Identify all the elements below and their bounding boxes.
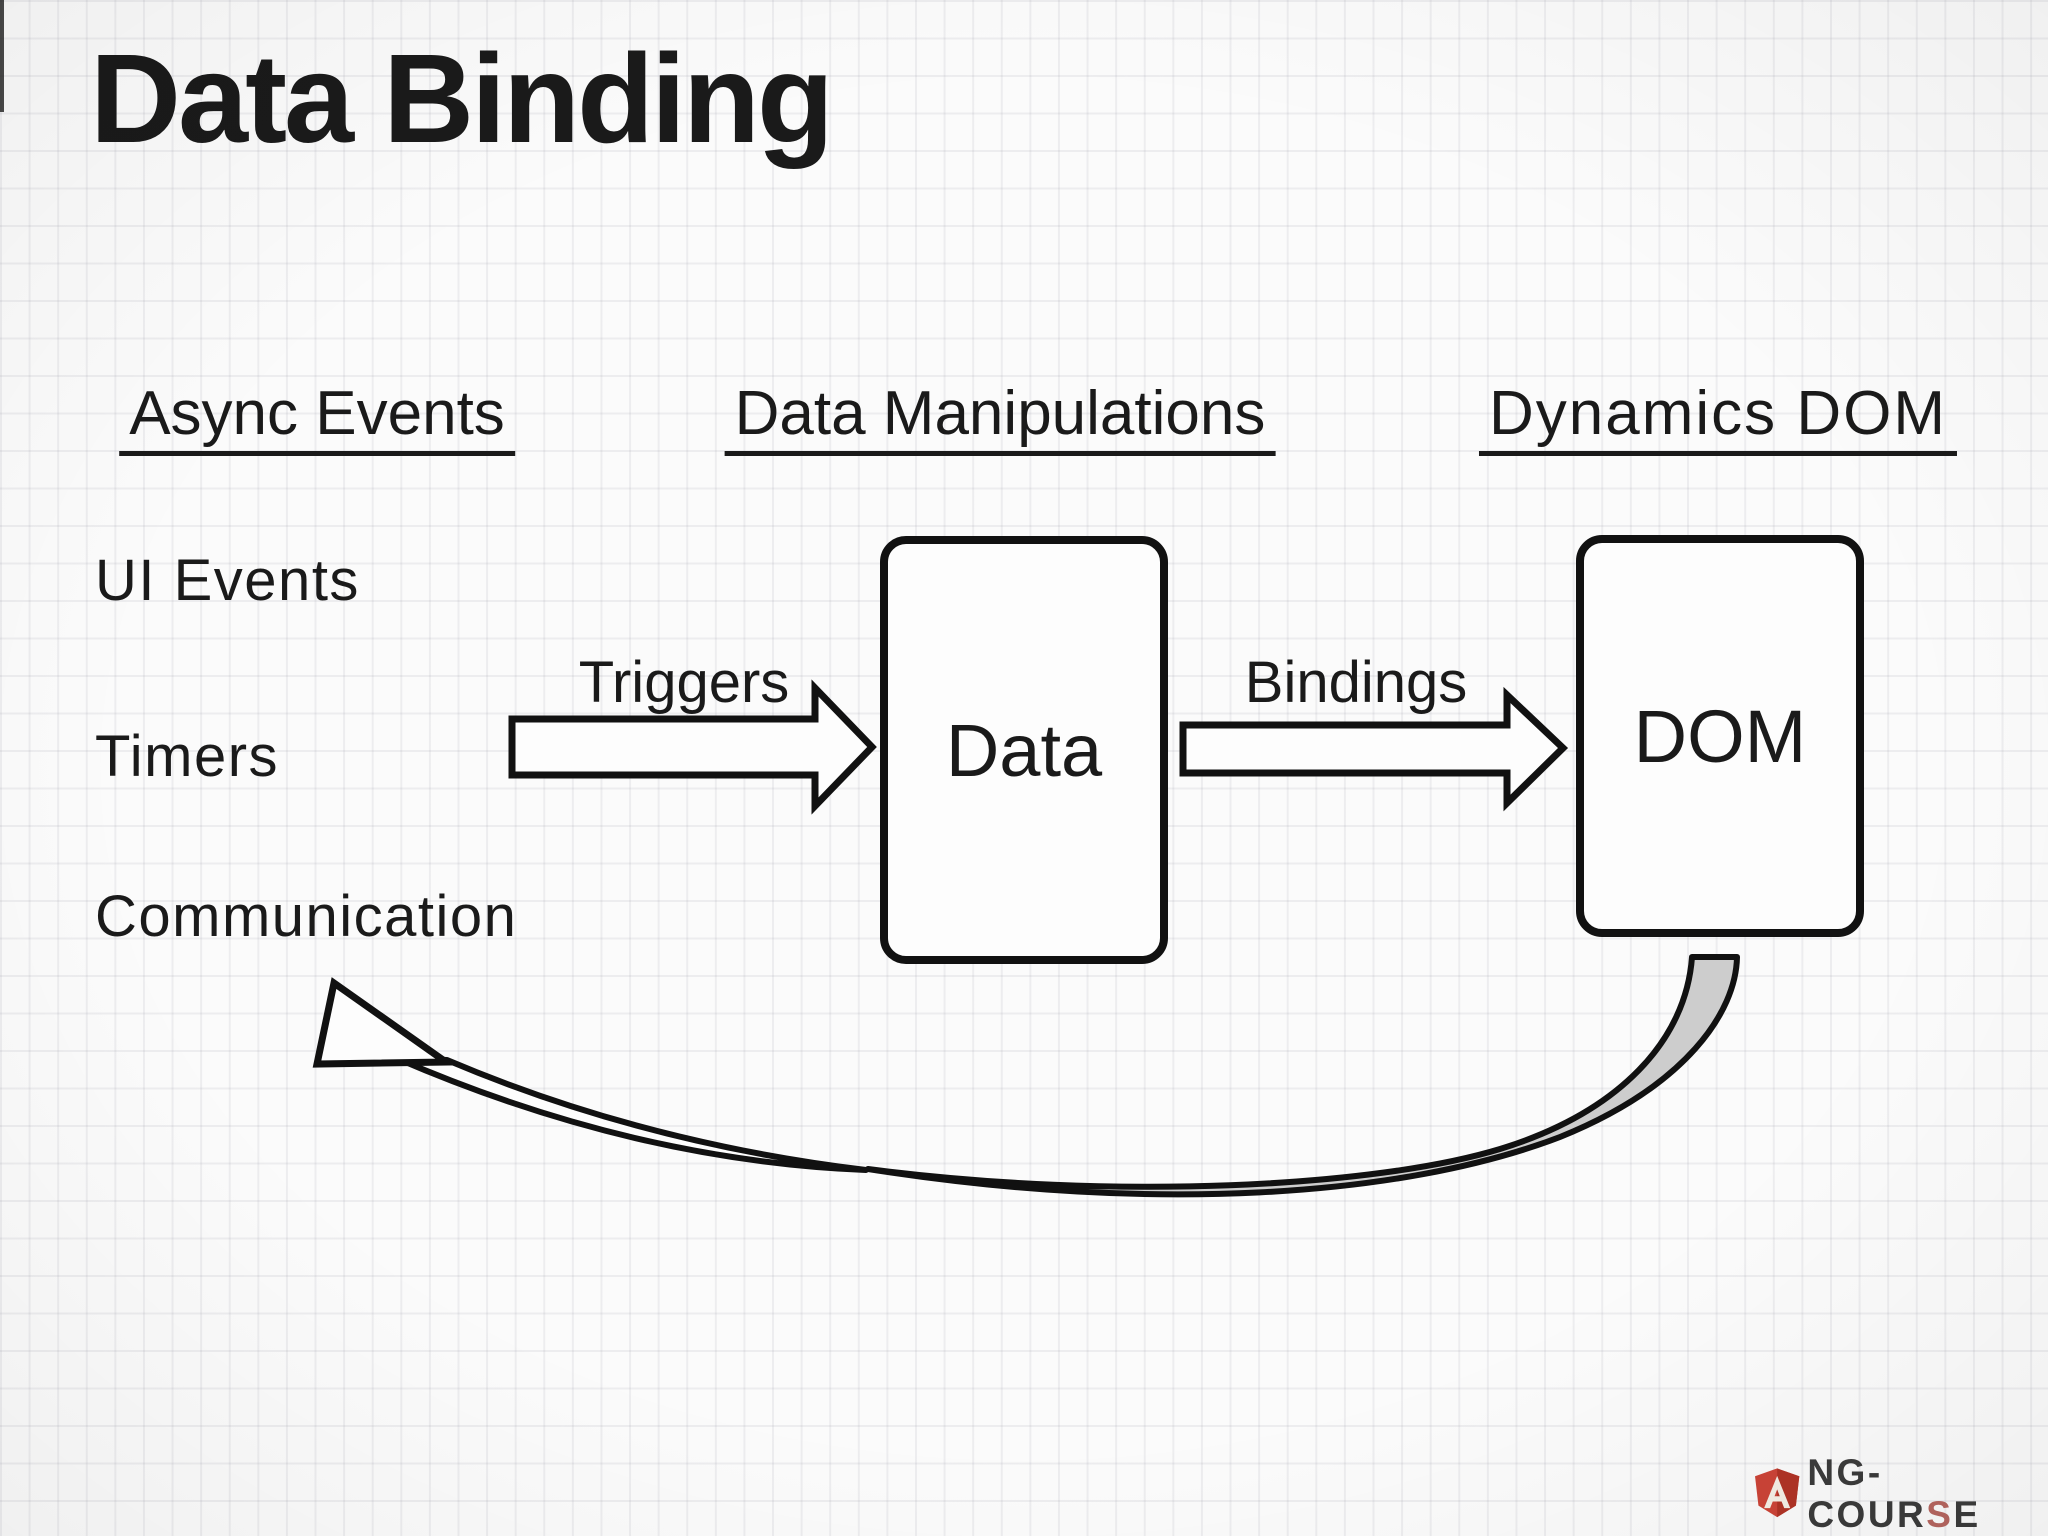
logo-text-end: E <box>1953 1494 1981 1535</box>
list-item-communication: Communication <box>95 884 518 949</box>
ng-course-logo: NG-COURSE <box>1752 1452 2048 1536</box>
triggers-arrow-label: Triggers <box>578 650 790 715</box>
logo-text: NG-COURSE <box>1807 1452 2048 1536</box>
bindings-arrow-label: Bindings <box>1244 650 1468 715</box>
feedback-arrow-front-face <box>393 1055 869 1173</box>
dom-node-label: DOM <box>1633 694 1807 778</box>
dom-node-box: DOM <box>1576 535 1864 937</box>
triggers-block-arrow <box>508 679 877 815</box>
bindings-block-arrow <box>1179 686 1569 812</box>
feedback-arrowhead <box>312 977 457 1068</box>
column-header-dynamics-dom: Dynamics DOM <box>1478 383 1958 456</box>
data-node-label: Data <box>945 708 1103 792</box>
column-header-data-manipulations: Data Manipulations <box>724 383 1276 456</box>
feedback-curved-arrow <box>312 954 1740 1198</box>
logo-text-start: NG-COUR <box>1807 1452 1927 1535</box>
slide-title: Data Binding <box>90 28 834 169</box>
data-node-box: Data <box>880 536 1168 964</box>
list-item-ui-events: UI Events <box>95 548 360 613</box>
column-header-async-events: Async Events <box>119 383 515 456</box>
logo-text-accent: S <box>1926 1494 1954 1535</box>
list-item-timers: Timers <box>95 724 280 789</box>
scan-edge-artifact <box>0 0 4 112</box>
angular-shield-icon <box>1755 1468 1800 1518</box>
feedback-arrow-back-face <box>865 954 1740 1198</box>
